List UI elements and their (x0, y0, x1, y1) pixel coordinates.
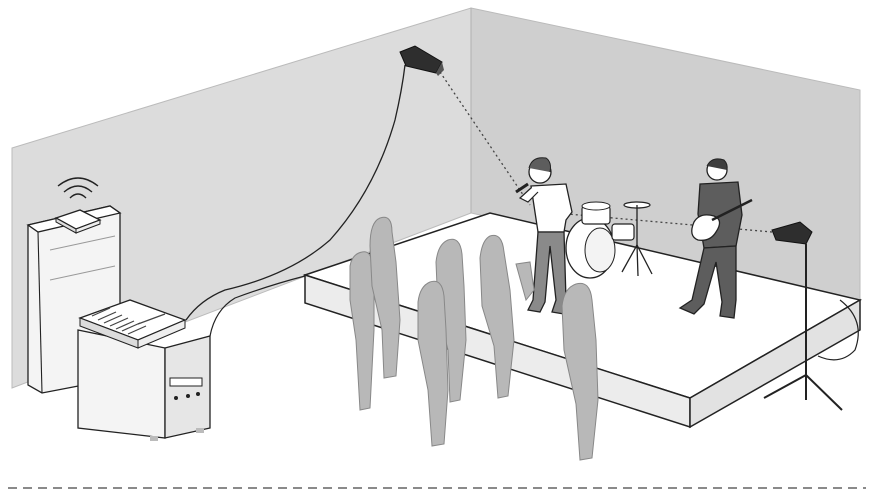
rack-amplifier-icon (78, 330, 210, 441)
amp-foot (196, 428, 204, 433)
amp-knob (186, 394, 190, 398)
tripod-leg (806, 375, 842, 410)
vocalist-torso (531, 184, 572, 232)
bass-drum-head (585, 228, 615, 272)
amp-display (170, 378, 202, 386)
amp-foot (150, 436, 158, 441)
amp-side (165, 336, 210, 438)
audience-member (418, 281, 448, 446)
amp-knob (196, 392, 200, 396)
tom-drum-top (582, 202, 610, 210)
floor-tom (612, 224, 634, 240)
audience-member (350, 252, 374, 410)
amp-front (78, 330, 165, 438)
amp-knob (174, 396, 178, 400)
